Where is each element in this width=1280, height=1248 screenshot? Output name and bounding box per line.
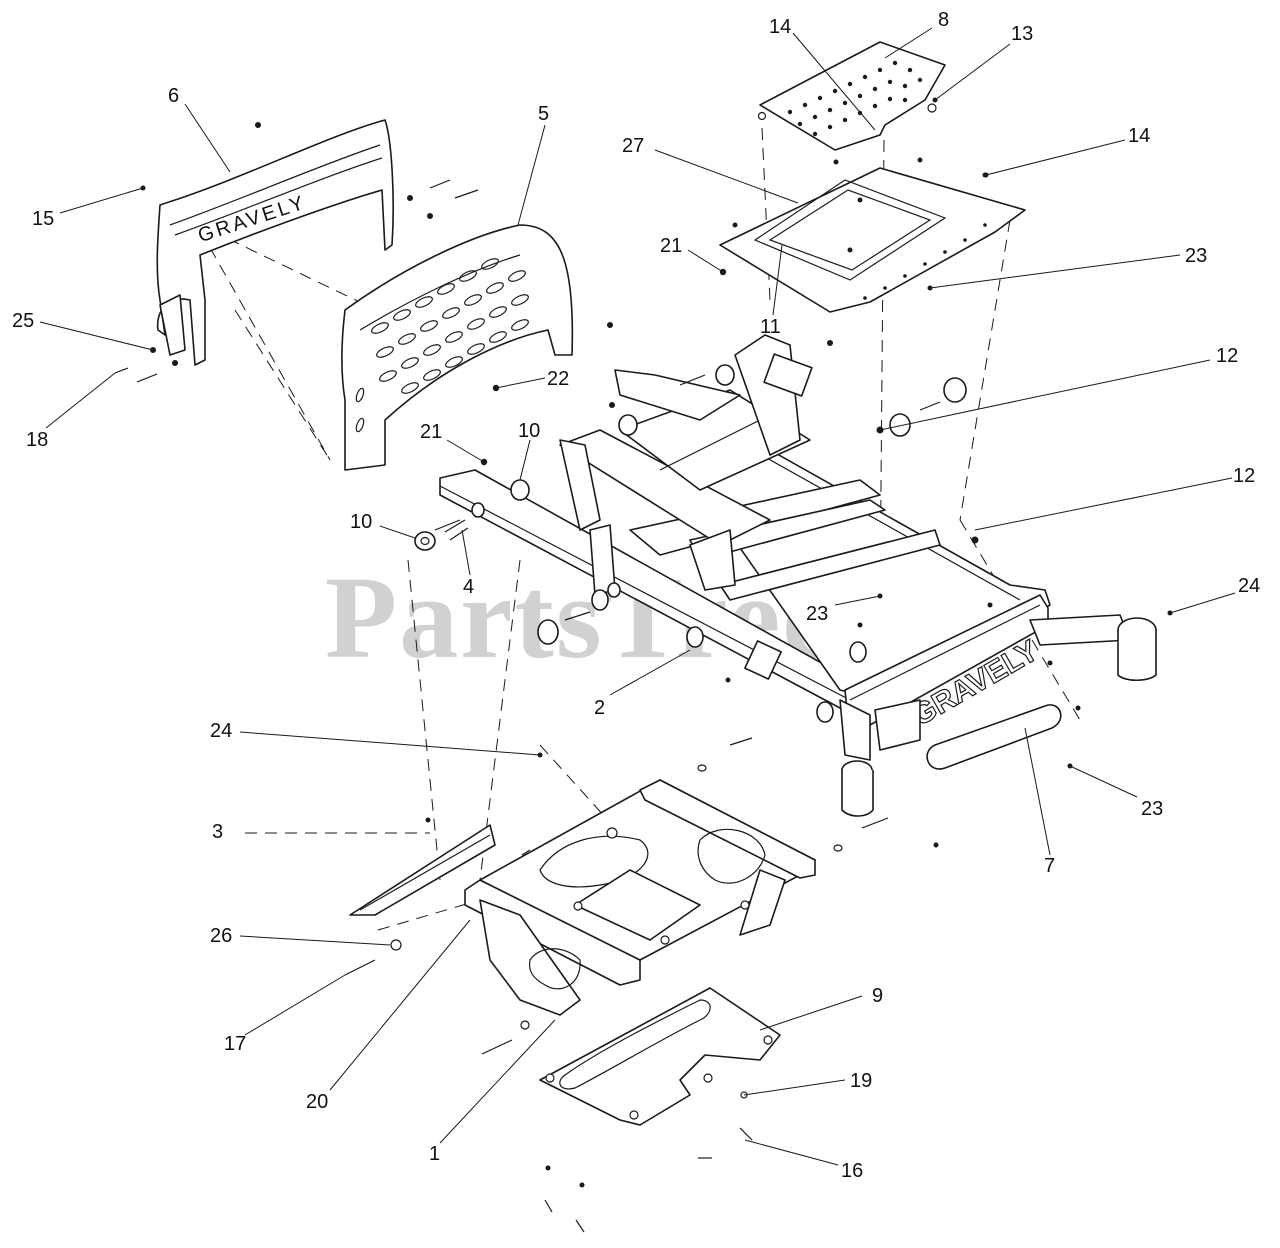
callout-label: 23 (806, 603, 828, 625)
part-5-slotted-panel (341, 224, 574, 471)
callout-label: 21 (420, 421, 442, 443)
callout-label: 6 (168, 85, 179, 107)
callout-label: 16 (841, 1160, 863, 1182)
callout-label: 27 (622, 135, 644, 157)
callout-label: 23 (1141, 798, 1163, 820)
part-1-sub-frame (464, 737, 889, 1055)
callout-label: 17 (224, 1033, 246, 1055)
callout-label: 12 (1216, 345, 1238, 367)
callout-label: 26 (210, 925, 232, 947)
callout-leaders (39, 27, 1236, 1166)
part-7-bumper-strip (926, 704, 1062, 770)
callout-label: 22 (547, 368, 569, 390)
callout-label: 14 (769, 16, 791, 38)
callout-label: 7 (1044, 855, 1055, 877)
part-8-perforated-footplate (757, 41, 946, 165)
callout-label: 2 (594, 697, 605, 719)
callout-label: 23 (1185, 245, 1207, 267)
part-2-main-frame: GRAVELY (434, 334, 1157, 817)
part-3-angle-bracket (349, 824, 496, 916)
callout-label: 3 (212, 821, 223, 843)
callout-label: 12 (1233, 465, 1255, 487)
callout-label: 21 (660, 235, 682, 257)
callout-label: 11 (760, 316, 781, 338)
callout-label: 5 (538, 103, 549, 125)
callout-label: 1 (429, 1143, 440, 1165)
part-10-spacers (414, 519, 469, 551)
part-9-bottom-plate (539, 987, 781, 1126)
callout-label: 15 (32, 208, 54, 230)
callout-label: 19 (850, 1070, 872, 1092)
callout-label: 18 (26, 429, 48, 451)
callout-label: 9 (872, 985, 883, 1007)
callout-label: 24 (1238, 575, 1260, 597)
callout-label: 4 (463, 576, 474, 598)
callout-label: 13 (1011, 23, 1033, 45)
callout-label: 24 (210, 720, 232, 742)
part-27-floor-plate (719, 157, 1026, 313)
callout-label: 14 (1128, 125, 1150, 147)
callout-label: 20 (306, 1091, 328, 1113)
callout-label: 8 (938, 9, 949, 31)
callout-label: 25 (12, 310, 34, 332)
callout-labels: 14 8 13 6 5 27 14 15 21 23 25 11 22 12 1… (12, 9, 1260, 1182)
callout-label: 10 (518, 420, 540, 442)
callout-label: 10 (350, 511, 372, 533)
